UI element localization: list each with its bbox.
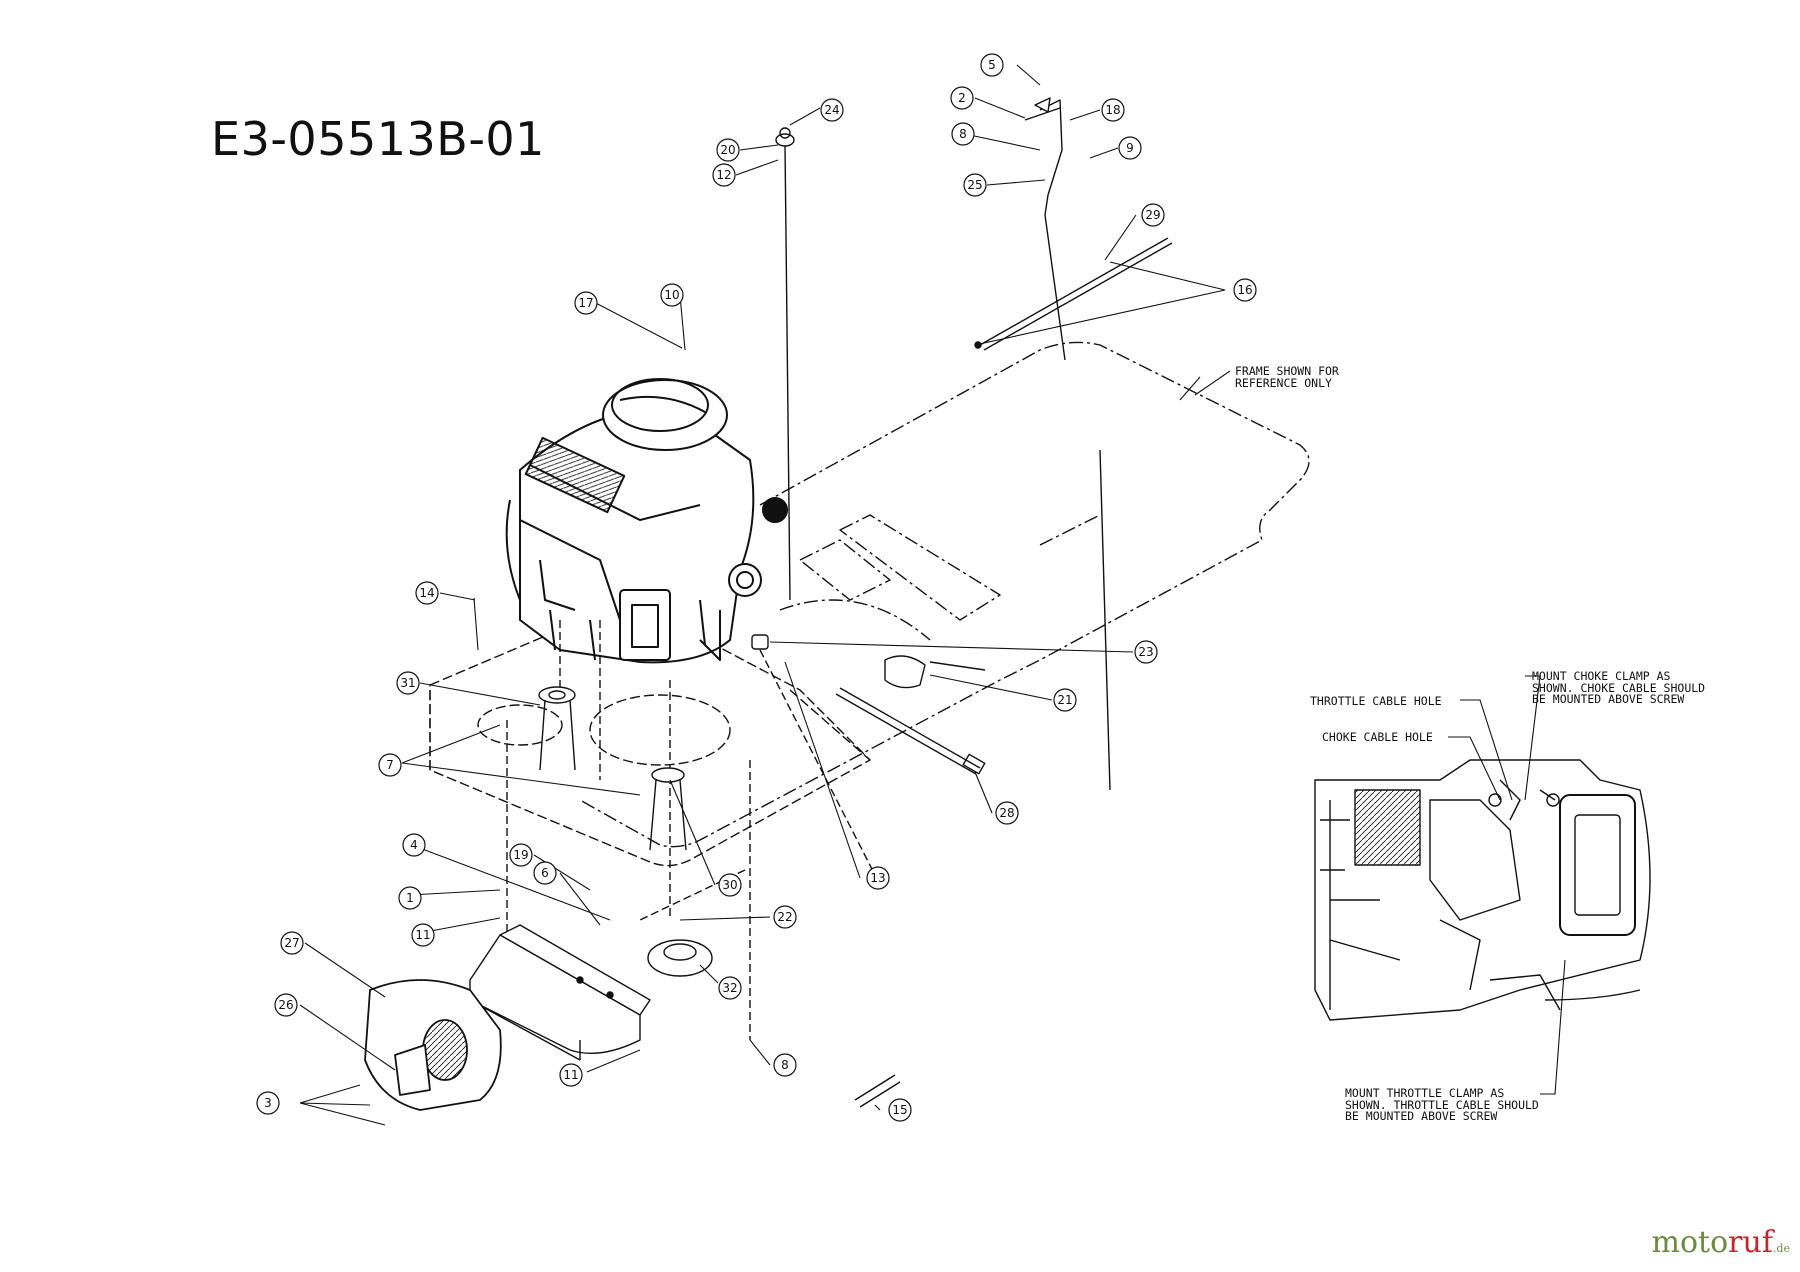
throttle-clamp-note: MOUNT THROTTLE CLAMP AS SHOWN. THROTTLE …: [1345, 1086, 1539, 1123]
callout-label: 13: [870, 871, 885, 885]
spring-pin: [854, 1074, 901, 1108]
callout-9: [1118, 136, 1142, 160]
callout-label: 21: [1057, 693, 1072, 707]
heat-shield: [469, 924, 651, 1061]
callout-label: 12: [716, 168, 731, 182]
rod: [974, 237, 1173, 351]
callout-4: [402, 833, 426, 857]
choke-clamp-note: MOUNT CHOKE CLAMP AS SHOWN. CHOKE CABLE …: [1532, 669, 1706, 706]
callout-label: 17: [578, 296, 593, 310]
muffler: [364, 979, 502, 1111]
callout-13: [866, 866, 890, 890]
callout-label: 6: [541, 866, 549, 880]
callout-20: [716, 138, 740, 162]
frame-note: FRAME SHOWN FOR REFERENCE ONLY: [1235, 364, 1339, 390]
gaskets: [538, 686, 713, 977]
engine: [505, 378, 788, 664]
callout-label: 5: [988, 58, 996, 72]
callout-label: 26: [278, 998, 293, 1012]
callout-8b: [773, 1053, 797, 1077]
callout-label: 8: [781, 1058, 789, 1072]
callout-10: [660, 283, 684, 307]
callout-label: 22: [777, 910, 792, 924]
callout-label: 11: [563, 1068, 578, 1082]
callout-26: [274, 993, 298, 1017]
callout-18: [1101, 98, 1125, 122]
choke-cable-hole-label: CHOKE CABLE HOLE: [1322, 730, 1433, 744]
callout-label: 15: [892, 1103, 907, 1117]
callout-label: 23: [1138, 645, 1153, 659]
callout-label: 3: [264, 1096, 272, 1110]
callout-16: [1233, 278, 1257, 302]
callout-label: 4: [410, 838, 418, 852]
callout-label: 32: [722, 981, 737, 995]
callout-6: [533, 861, 557, 885]
callout-5: [980, 53, 1004, 77]
callout-19: [509, 843, 533, 867]
callout-label: 19: [513, 848, 528, 862]
pto-shaft: [835, 655, 986, 775]
callout-12: [712, 163, 736, 187]
callout-1: [398, 886, 422, 910]
callout-22: [773, 905, 797, 929]
callout-label: 25: [967, 178, 982, 192]
callout-31: [396, 671, 420, 695]
callout-label: 7: [386, 758, 394, 772]
fitting: [751, 634, 876, 876]
callout-label: 10: [664, 288, 679, 302]
callout-label: 27: [284, 936, 299, 950]
callout-17: [574, 291, 598, 315]
inset-detail: [1314, 759, 1651, 1021]
callout-14: [415, 581, 439, 605]
callout-label: 30: [722, 878, 737, 892]
callout-label: 11: [415, 928, 430, 942]
callout-32: [718, 976, 742, 1000]
callout-30: [718, 873, 742, 897]
callout-15: [888, 1098, 912, 1122]
callout-markers: [256, 53, 1257, 1122]
dipstick: [775, 127, 795, 601]
callout-label: 8: [959, 127, 967, 141]
callout-label: 29: [1145, 208, 1160, 222]
engine-mount-plate: [429, 599, 871, 867]
callout-21: [1053, 688, 1077, 712]
callout-28: [995, 801, 1019, 825]
callout-label: 28: [999, 806, 1014, 820]
callout-7: [378, 753, 402, 777]
callout-label: 20: [720, 143, 735, 157]
callout-11a: [411, 923, 435, 947]
callout-29: [1141, 203, 1165, 227]
callout-label: 16: [1237, 283, 1252, 297]
callout-27: [280, 931, 304, 955]
callout-11b: [559, 1063, 583, 1087]
callout-23: [1134, 640, 1158, 664]
watermark-logo: motoruf.de: [1651, 1225, 1790, 1260]
callout-label: 2: [958, 91, 966, 105]
callout-label: 31: [400, 676, 415, 690]
callout-3: [256, 1091, 280, 1115]
callout-label: 14: [419, 586, 434, 600]
page-title: E3-05513B-01: [211, 112, 545, 166]
throttle-cable: [1024, 97, 1111, 791]
callout-2: [950, 86, 974, 110]
callout-label: 24: [824, 103, 839, 117]
callout-8a: [951, 122, 975, 146]
callout-label: 9: [1126, 141, 1134, 155]
callout-label: 18: [1105, 103, 1120, 117]
throttle-cable-hole-label: THROTTLE CABLE HOLE: [1310, 694, 1442, 708]
callout-25: [963, 173, 987, 197]
callout-label: 1: [406, 891, 414, 905]
callout-24: [820, 98, 844, 122]
